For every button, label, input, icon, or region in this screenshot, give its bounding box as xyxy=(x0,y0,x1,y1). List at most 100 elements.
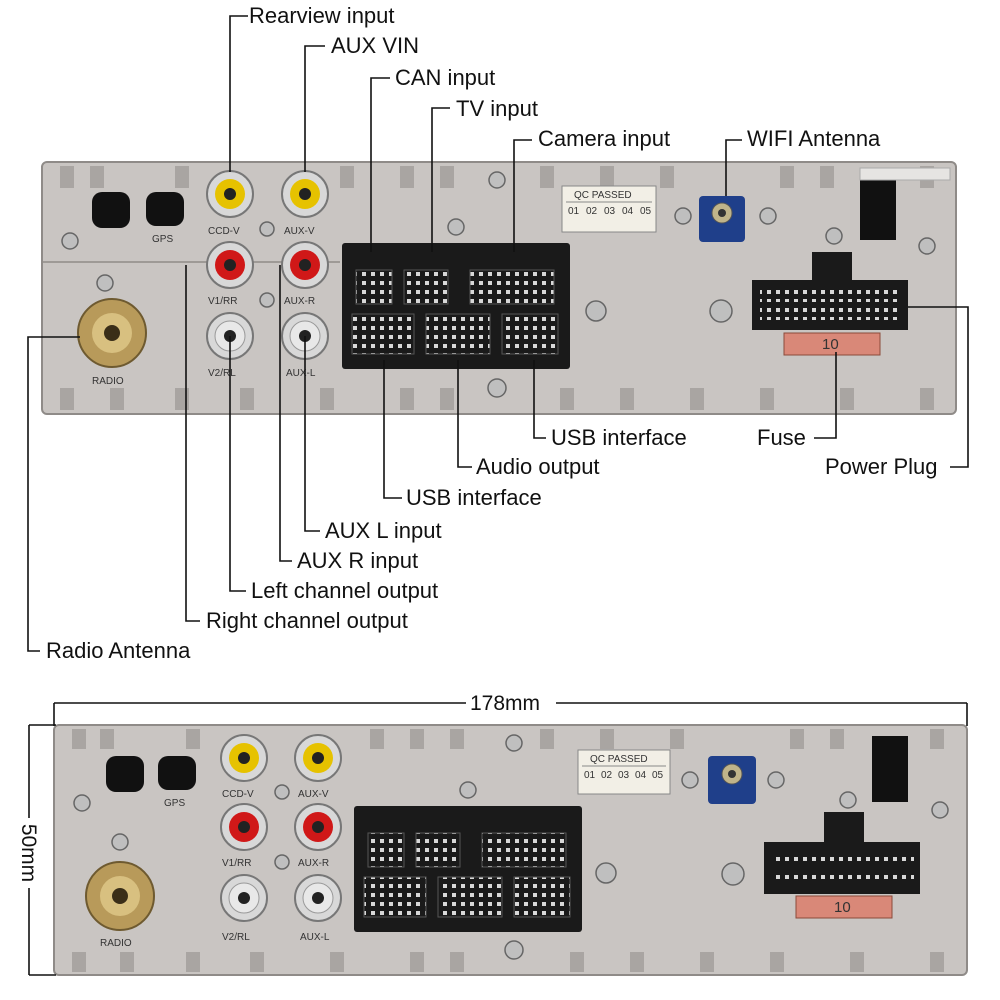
qc-box-4: 04 xyxy=(622,206,634,217)
qc-box-1: 01 xyxy=(568,206,580,217)
main-harness-connector xyxy=(342,243,570,369)
leader-power xyxy=(908,306,969,468)
fuse-part: 10 xyxy=(783,332,881,356)
dimension-width: 178mm xyxy=(53,692,968,726)
label-right-channel-output: Right channel output xyxy=(206,608,408,633)
qc-box-5: 05 xyxy=(640,206,652,217)
leader-fuse xyxy=(814,352,837,439)
v2-rl-marking: V2/RL xyxy=(208,368,236,379)
wifi-antenna-connector-2 xyxy=(708,756,756,804)
label-left-channel-output: Left channel output xyxy=(251,578,438,603)
label-aux-vin: AUX VIN xyxy=(331,33,419,58)
main-harness-connector-2 xyxy=(354,806,582,932)
power-plug-connector-2 xyxy=(764,812,920,894)
label-rearview-input: Rearview input xyxy=(249,3,395,28)
qc-box-2: 02 xyxy=(586,206,598,217)
qc-passed-text: QC PASSED xyxy=(574,190,632,201)
top-edge-flap xyxy=(859,167,951,181)
label-camera-input: Camera input xyxy=(538,126,670,151)
top-panel: GPS CCD-V AUX-V V1/RR AUX-R xyxy=(41,161,957,415)
bracket-slot xyxy=(860,172,896,240)
leader-usb-left xyxy=(383,360,402,499)
leader-rearview xyxy=(229,15,248,172)
screws-2 xyxy=(73,734,949,960)
leader-lines xyxy=(27,15,969,652)
rca-v1-rr xyxy=(206,241,254,289)
label-usb-interface-right: USB interface xyxy=(551,425,687,450)
qc-box-2-4: 04 xyxy=(635,770,647,781)
label-usb-interface-left: USB interface xyxy=(406,485,542,510)
leader-right-out xyxy=(185,265,200,622)
screws xyxy=(61,171,936,398)
aux-v-marking-2: AUX-V xyxy=(298,789,329,800)
callout-labels: Rearview input AUX VIN CAN input TV inpu… xyxy=(46,3,938,663)
aux-r-marking-2: AUX-R xyxy=(298,858,329,869)
aux-l-marking-2: AUX-L xyxy=(300,932,330,943)
v2-rl-marking-2: V2/RL xyxy=(222,932,250,943)
panel-ribs-top-2 xyxy=(72,729,944,749)
radio-marking: RADIO xyxy=(92,376,124,387)
rca-aux-r xyxy=(281,241,329,289)
leader-aux-vin xyxy=(304,45,325,172)
dimension-height: 50mm xyxy=(17,724,56,976)
wifi-antenna-connector xyxy=(699,196,745,242)
bottom-panel: GPS CCD-V AUX-V V1/RR AUX-R V2/RL AUX-L … xyxy=(53,724,968,976)
dimension-width-label: 178mm xyxy=(470,692,540,715)
label-can-input: CAN input xyxy=(395,65,495,90)
power-plug-connector xyxy=(752,252,908,330)
leader-tv xyxy=(431,107,450,252)
label-fuse: Fuse xyxy=(757,425,806,450)
qc-sticker: QC PASSED 01 02 03 04 05 xyxy=(561,185,657,233)
radio-marking-2: RADIO xyxy=(100,938,132,949)
v1-rr-marking-2: V1/RR xyxy=(222,858,251,869)
leader-audio xyxy=(457,360,472,468)
leader-wifi xyxy=(725,139,742,196)
aux-r-marking: AUX-R xyxy=(284,296,315,307)
mount-hole xyxy=(92,192,130,228)
label-audio-output: Audio output xyxy=(476,454,600,479)
ccd-v-marking-2: CCD-V xyxy=(222,789,254,800)
leader-aux-l xyxy=(304,336,320,532)
label-tv-input: TV input xyxy=(456,96,538,121)
fuse-value-2: 10 xyxy=(834,899,851,916)
rca-group-2 xyxy=(220,734,342,922)
gps-port xyxy=(146,192,184,226)
label-radio-antenna: Radio Antenna xyxy=(46,638,191,663)
mount-hole-2 xyxy=(106,756,144,792)
leader-left-out xyxy=(229,336,246,592)
label-aux-l-input: AUX L input xyxy=(325,518,442,543)
label-power-plug: Power Plug xyxy=(825,454,938,479)
radio-antenna-socket xyxy=(77,298,147,368)
aux-l-marking: AUX-L xyxy=(286,368,316,379)
leader-radio xyxy=(27,336,80,652)
gps-port-2 xyxy=(158,756,196,790)
leader-aux-r xyxy=(279,265,292,562)
radio-antenna-socket-2 xyxy=(85,861,155,931)
qc-box-2-1: 01 xyxy=(584,770,596,781)
qc-box-2-2: 02 xyxy=(601,770,613,781)
aux-v-marking: AUX-V xyxy=(284,226,315,237)
leader-camera xyxy=(513,139,532,252)
fuse-value: 10 xyxy=(822,336,839,353)
label-aux-r-input: AUX R input xyxy=(297,548,418,573)
fuse-part-2: 10 xyxy=(795,895,893,919)
qc-passed-text-2: QC PASSED xyxy=(590,754,648,765)
dimension-height-label: 50mm xyxy=(17,824,40,882)
v1-rr-marking: V1/RR xyxy=(208,296,237,307)
leader-usb-right xyxy=(533,360,546,439)
panel-ribs-bottom xyxy=(60,388,934,410)
gps-marking: GPS xyxy=(152,234,173,245)
qc-box-2-3: 03 xyxy=(618,770,630,781)
label-wifi-antenna: WIFI Antenna xyxy=(747,126,881,151)
qc-box-3: 03 xyxy=(604,206,616,217)
rca-ccd-v xyxy=(206,170,254,218)
qc-box-2-5: 05 xyxy=(652,770,664,781)
qc-sticker-2: QC PASSED 01 02 03 04 05 xyxy=(577,749,671,795)
leader-can xyxy=(370,77,390,252)
gps-marking-2: GPS xyxy=(164,798,185,809)
ccd-v-marking: CCD-V xyxy=(208,226,240,237)
bracket-slot-2 xyxy=(872,736,908,802)
panel-ribs-bottom-2 xyxy=(72,952,944,972)
rca-aux-v xyxy=(281,170,329,218)
